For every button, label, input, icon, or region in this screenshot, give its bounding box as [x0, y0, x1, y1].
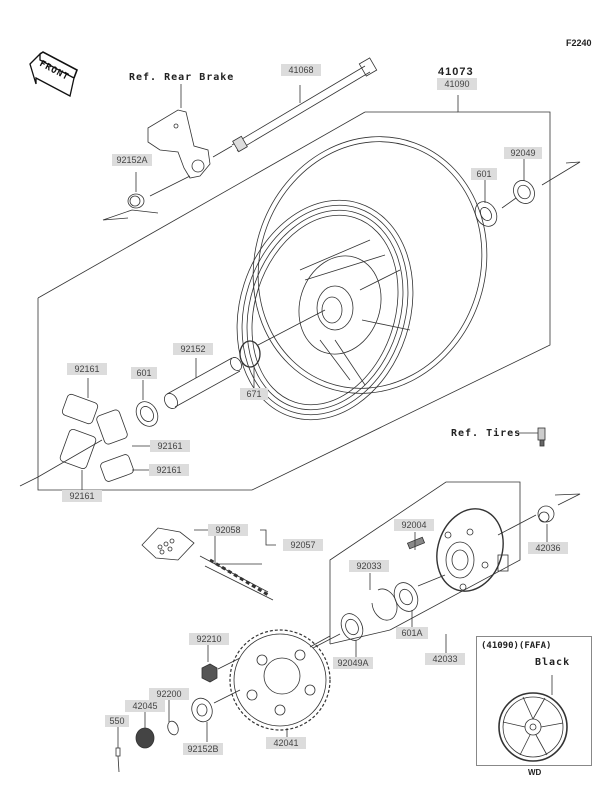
- hub-flange-drawing: [436, 508, 537, 592]
- wheel-drawing: [236, 136, 488, 421]
- inset-title: (41090)(FAFA): [481, 641, 552, 651]
- ref-tires[interactable]: Ref. Tires: [451, 428, 522, 439]
- part-label-bearing-left[interactable]: 601: [131, 367, 157, 379]
- ref-rear-brake[interactable]: Ref. Rear Brake: [129, 72, 235, 83]
- bearing-right-drawing: [474, 180, 498, 227]
- tire-valve-drawing: [518, 427, 546, 447]
- hub-assembly-bracket: [329, 481, 521, 644]
- oil-seal-right-drawing: [501, 158, 535, 209]
- chain-link-kit-drawing: [141, 527, 276, 565]
- part-label-collar[interactable]: 92152: [173, 343, 213, 355]
- part-label-damper[interactable]: 92161: [150, 440, 190, 452]
- part-label-sprocket[interactable]: 42041: [266, 737, 306, 749]
- part-label-wheel[interactable]: 41090: [437, 78, 477, 90]
- washer-drawing: [167, 700, 179, 736]
- bearing-left-drawing: [135, 380, 159, 427]
- part-label-damper[interactable]: 92161: [67, 363, 107, 375]
- dampers-drawing: [19, 378, 152, 490]
- part-label-hub-assembly[interactable]: 42033: [425, 653, 465, 665]
- part-label-oil-seal-right[interactable]: 92049: [504, 147, 542, 159]
- axle-drawing: [212, 57, 378, 158]
- part-label-bearing-right[interactable]: 601: [471, 168, 497, 180]
- oil-seal-hub-drawing: [312, 613, 364, 657]
- part-label-washer[interactable]: 92200: [149, 688, 189, 700]
- part-label-chain[interactable]: 92057: [283, 539, 323, 551]
- part-label-damper[interactable]: 92161: [62, 490, 102, 502]
- collar-a-drawing: [102, 172, 159, 221]
- part-label-damper[interactable]: 92161: [149, 464, 189, 476]
- front-arrow-icon: [29, 51, 78, 97]
- part-label-hub-collar[interactable]: 42036: [528, 542, 568, 554]
- part-label-collar-b[interactable]: 92152B: [183, 743, 223, 755]
- part-label-oil-seal-hub[interactable]: 92049A: [333, 657, 373, 669]
- sprocket-drawing: [229, 629, 331, 744]
- hub-collar-drawing: [537, 493, 581, 542]
- inset-wheel-drawing: [498, 675, 568, 762]
- part-label-circlip[interactable]: 92033: [349, 560, 389, 572]
- part-label-bearing-hub[interactable]: 601A: [396, 627, 428, 639]
- cotter-pin-drawing: [115, 727, 121, 773]
- part-label-collar-a[interactable]: 92152A: [112, 154, 152, 166]
- inset-caption: WD: [528, 768, 542, 777]
- part-label-stud[interactable]: 92004: [394, 519, 434, 531]
- bearing-hub-drawing: [393, 574, 446, 627]
- part-label-chain-link[interactable]: 92058: [208, 524, 248, 536]
- part-label-cotter-pin[interactable]: 550: [105, 715, 129, 727]
- inset-color-label: Black: [535, 657, 571, 668]
- circlip-drawing: [371, 588, 398, 621]
- sprocket-nut-drawing: [201, 645, 241, 683]
- assembly-number: 41073: [438, 66, 474, 78]
- axle-nut-drawing: [135, 712, 155, 749]
- stud-drawing: [406, 532, 426, 550]
- figure-code: F2240: [566, 38, 592, 48]
- o-ring-drawing: [239, 340, 261, 368]
- part-label-o-ring[interactable]: 671: [240, 388, 268, 400]
- chain-drawing: [199, 555, 274, 601]
- part-label-axle[interactable]: 41068: [281, 64, 321, 76]
- collar-tube-drawing: [164, 357, 242, 409]
- part-label-axle-nut[interactable]: 42045: [125, 700, 165, 712]
- rear-brake-bracket-drawing: [147, 84, 211, 197]
- part-label-sprocket-nut[interactable]: 92210: [189, 633, 229, 645]
- color-variant-inset: (41090)(FAFA) Black: [476, 636, 592, 766]
- collar-b-drawing: [191, 689, 241, 742]
